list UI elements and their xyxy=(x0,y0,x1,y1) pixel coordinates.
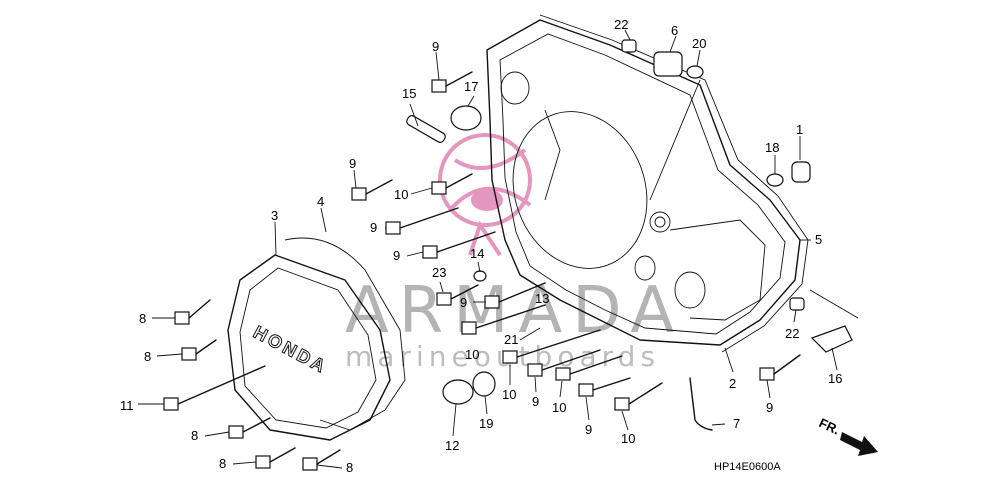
callout-9: 9 xyxy=(349,156,356,171)
callout-10: 10 xyxy=(621,431,635,446)
callout-5: 5 xyxy=(815,232,822,247)
callout-23: 23 xyxy=(432,265,446,280)
bolt xyxy=(228,417,271,439)
callout-16: 16 xyxy=(828,371,842,386)
callout-20: 20 xyxy=(692,36,706,51)
gasket-outline xyxy=(539,14,809,353)
leader-lines xyxy=(138,29,859,469)
bolt xyxy=(578,377,631,397)
retainer-plate xyxy=(406,115,446,143)
callout-7: 7 xyxy=(733,416,740,431)
callout-22: 22 xyxy=(614,17,628,32)
callout-10: 10 xyxy=(394,187,408,202)
callout-12: 12 xyxy=(445,438,459,453)
bolt xyxy=(255,447,296,469)
bolt xyxy=(436,284,479,306)
bolt xyxy=(181,339,217,361)
cable-clamp xyxy=(810,325,853,353)
callout-9: 9 xyxy=(370,220,377,235)
callout-9: 9 xyxy=(460,295,467,310)
callout-21: 21 xyxy=(504,332,518,347)
bolt xyxy=(431,173,473,195)
callout-9: 9 xyxy=(532,394,539,409)
drawing-code: HP14E0600A xyxy=(714,461,781,473)
small-parts xyxy=(406,39,853,431)
cover-brand-text: HONDA xyxy=(250,322,331,378)
bolt xyxy=(174,299,211,325)
callout-1: 1 xyxy=(796,122,803,137)
callout-4: 4 xyxy=(317,194,324,209)
callout-19: 19 xyxy=(479,416,493,431)
callout-22: 22 xyxy=(785,326,799,341)
callout-8: 8 xyxy=(144,349,151,364)
front-arrow-icon xyxy=(840,432,878,456)
watermark-tagline: marineoutboards xyxy=(345,340,660,373)
callouts: 22 6 20 9 17 15 1 18 9 10 4 3 9 5 9 14 2… xyxy=(120,17,842,475)
bolt xyxy=(385,207,459,235)
collar xyxy=(791,161,811,183)
callout-18: 18 xyxy=(765,140,779,155)
plug-cap xyxy=(653,51,683,77)
callout-6: 6 xyxy=(671,23,678,38)
callout-9: 9 xyxy=(766,400,773,415)
bolt xyxy=(759,354,801,381)
bolt xyxy=(527,349,601,377)
breather-hose xyxy=(689,377,713,431)
callout-10: 10 xyxy=(552,400,566,415)
callout-15: 15 xyxy=(402,86,416,101)
crankcase-cover xyxy=(486,19,801,346)
callout-10: 10 xyxy=(465,347,479,362)
bolt xyxy=(302,449,341,471)
dowel-pin xyxy=(621,39,637,53)
callout-9: 9 xyxy=(432,39,439,54)
wheel-emblem-icon xyxy=(438,133,532,257)
washer xyxy=(766,173,784,187)
callout-8: 8 xyxy=(219,456,226,471)
front-label: FR. xyxy=(817,415,842,437)
o-ring xyxy=(472,371,496,397)
oil-filler-cap xyxy=(442,379,474,405)
callout-9: 9 xyxy=(585,422,592,437)
watermark-logo: ARMADA marineoutboards xyxy=(345,133,684,373)
callout-10: 10 xyxy=(502,387,516,402)
front-direction-marker: FR. xyxy=(817,415,878,456)
bolt xyxy=(461,304,546,335)
callout-8: 8 xyxy=(346,460,353,475)
bolt xyxy=(502,329,601,364)
callout-2: 2 xyxy=(729,376,736,391)
callout-13: 13 xyxy=(535,291,549,306)
bolt-set xyxy=(163,71,801,471)
dowel-pin xyxy=(789,297,805,311)
washer xyxy=(473,270,487,282)
watermark-name: ARMADA xyxy=(345,274,684,348)
o-ring xyxy=(686,65,704,79)
bolt xyxy=(422,231,496,259)
bolt xyxy=(614,382,663,411)
callout-3: 3 xyxy=(271,208,278,223)
bolt xyxy=(351,179,393,201)
callout-8: 8 xyxy=(191,428,198,443)
callout-8: 8 xyxy=(139,311,146,326)
callout-17: 17 xyxy=(464,79,478,94)
callout-14: 14 xyxy=(470,246,484,261)
callout-9: 9 xyxy=(393,248,400,263)
bolt xyxy=(163,365,266,411)
callout-11: 11 xyxy=(120,398,134,413)
oil-seal xyxy=(450,105,482,131)
bolt xyxy=(555,355,623,381)
